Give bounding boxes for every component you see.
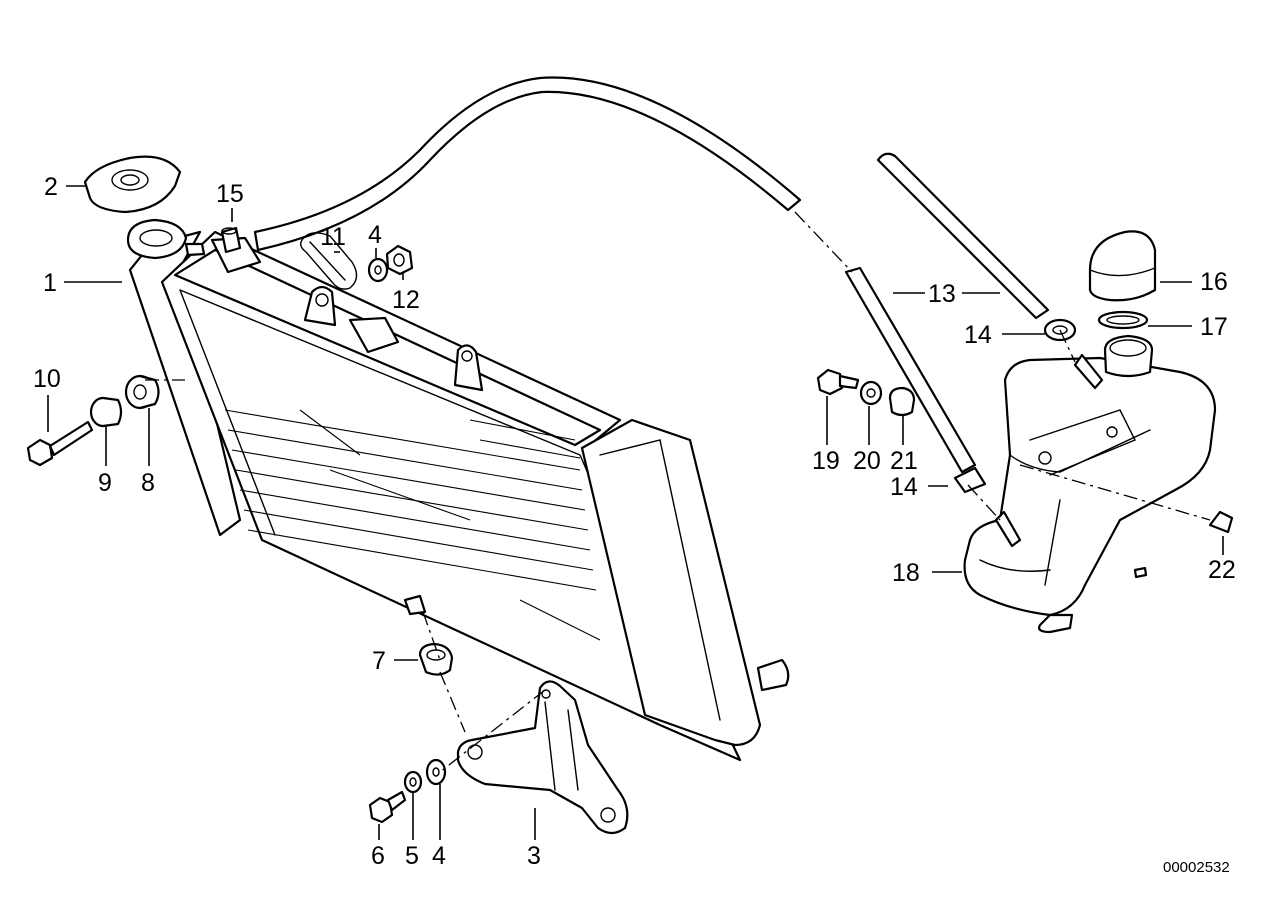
callout-8: 8 bbox=[141, 469, 155, 497]
callout-14-lower: 14 bbox=[890, 473, 918, 501]
callout-20: 20 bbox=[853, 447, 881, 475]
seal-ring-17 bbox=[1097, 310, 1149, 330]
grommet-sleeve-9 bbox=[89, 396, 123, 428]
callout-4-upper: 4 bbox=[368, 221, 382, 249]
document-number: 00002532 bbox=[1163, 859, 1230, 876]
bolt-10 bbox=[26, 420, 94, 467]
bolt-6 bbox=[368, 790, 407, 824]
callout-13: 13 bbox=[928, 280, 956, 308]
callout-3: 3 bbox=[527, 842, 541, 870]
grommet-21 bbox=[888, 386, 916, 417]
callout-10: 10 bbox=[33, 365, 61, 393]
callout-11: 11 bbox=[320, 223, 346, 251]
callout-15: 15 bbox=[216, 180, 244, 208]
hose-clip-15 bbox=[220, 226, 242, 254]
callout-12: 12 bbox=[392, 286, 420, 314]
callout-17: 17 bbox=[1200, 313, 1228, 341]
bolt-19 bbox=[816, 368, 860, 396]
callout-16: 16 bbox=[1200, 268, 1228, 296]
callout-5: 5 bbox=[405, 842, 419, 870]
washer-4-lower bbox=[425, 758, 447, 786]
expansion-tank bbox=[963, 334, 1217, 634]
assembly-lines bbox=[145, 211, 1211, 773]
callout-19: 19 bbox=[812, 447, 840, 475]
radiator bbox=[126, 218, 790, 762]
callouts: 2 1 15 11 4 12 10 9 8 7 6 5 4 3 13 14 16… bbox=[33, 173, 1236, 870]
callout-7: 7 bbox=[372, 647, 386, 675]
mounting-bracket-3 bbox=[456, 680, 629, 835]
radiator-fins bbox=[224, 409, 601, 641]
washer-4-upper bbox=[367, 257, 389, 283]
rubber-grommet-8 bbox=[124, 374, 160, 410]
tank-cap-16 bbox=[1088, 230, 1157, 302]
callout-4-lower: 4 bbox=[432, 842, 446, 870]
radiator-cap bbox=[83, 155, 182, 214]
nut-12 bbox=[385, 244, 414, 276]
leader-lines bbox=[47, 185, 1224, 840]
washer-20 bbox=[859, 380, 883, 406]
overflow-hose bbox=[253, 76, 1050, 474]
callout-18: 18 bbox=[892, 559, 920, 587]
hose-clamp-14b bbox=[953, 466, 987, 494]
callout-2: 2 bbox=[44, 173, 58, 201]
callout-14-upper: 14 bbox=[964, 321, 992, 349]
callout-9: 9 bbox=[98, 469, 112, 497]
callout-1: 1 bbox=[43, 269, 57, 297]
spring-clip-11 bbox=[299, 232, 358, 290]
callout-6: 6 bbox=[371, 842, 385, 870]
clip-nut-22 bbox=[1208, 510, 1234, 534]
callout-21: 21 bbox=[890, 447, 918, 475]
callout-22: 22 bbox=[1208, 556, 1236, 584]
washer-5 bbox=[403, 770, 423, 794]
